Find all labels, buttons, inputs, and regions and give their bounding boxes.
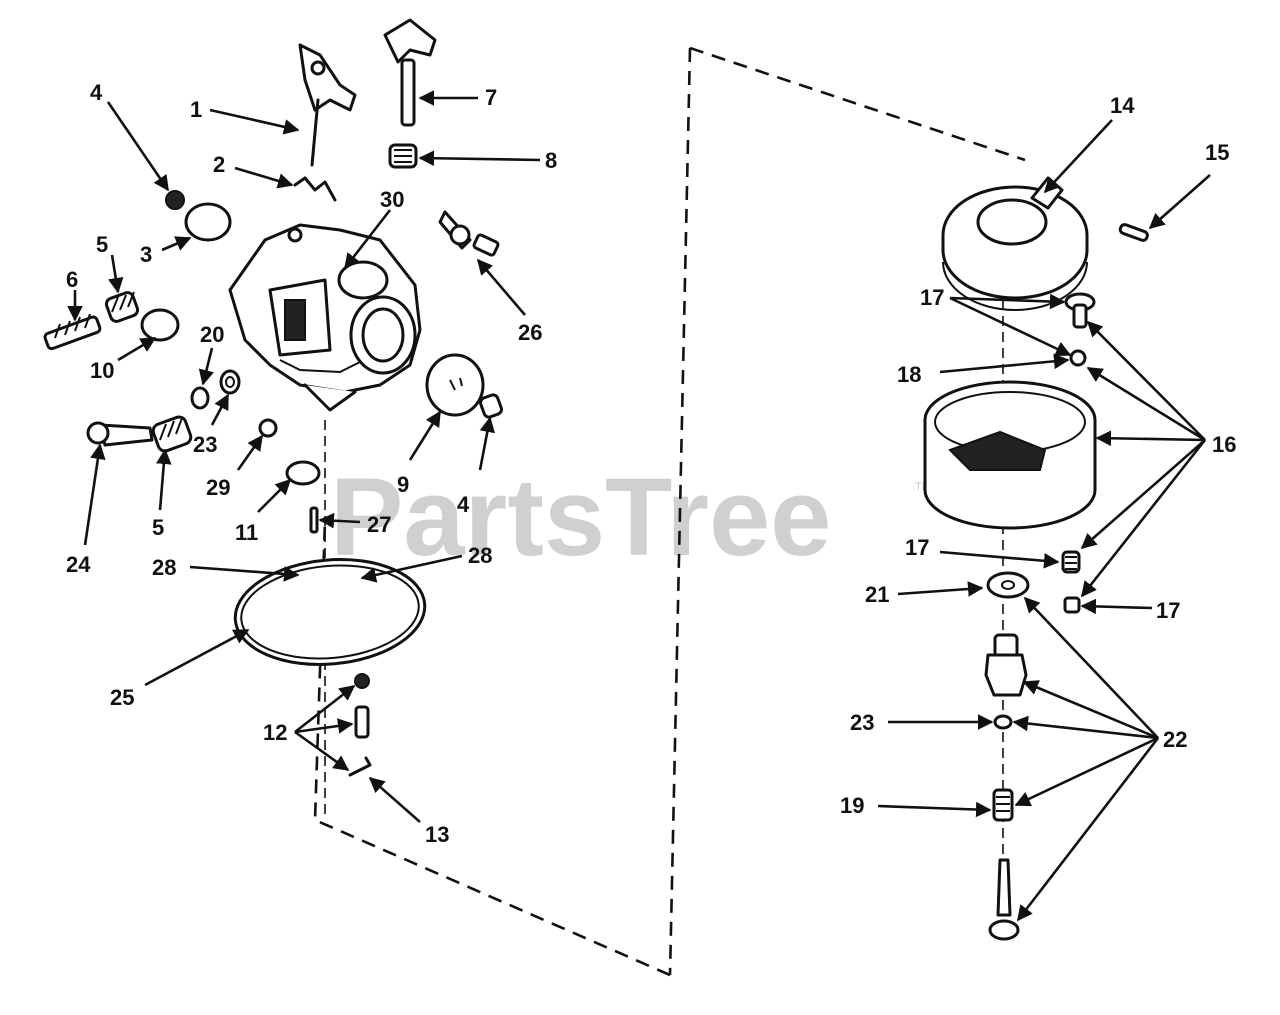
part-16-float-bowl (923, 380, 1097, 530)
carburetor-body (228, 223, 422, 412)
part-17-inlet-needle-top (1064, 292, 1096, 329)
part-18-washer (1069, 349, 1087, 367)
part-5-spring-lower (151, 415, 193, 453)
part-15-pin (1118, 223, 1149, 242)
callout-10: 10 (90, 358, 114, 383)
callout-14: 14 (1110, 93, 1135, 118)
callout-4-top: 4 (90, 80, 103, 105)
callout-23-right: 23 (850, 710, 874, 735)
part-21-gasket (986, 571, 1030, 599)
callout-24: 24 (66, 552, 91, 577)
part-4-nut-right (479, 393, 503, 419)
callout-13: 13 (425, 822, 449, 847)
part-20-o-ring (190, 386, 210, 410)
part-12-screw-set (348, 673, 372, 777)
part-29-ball (258, 418, 278, 438)
callout-18: 18 (897, 362, 921, 387)
callout-17-lower: 17 (1156, 598, 1180, 623)
callout-9: 9 (397, 472, 409, 497)
callout-11: 11 (235, 520, 258, 545)
callout-19: 19 (840, 793, 864, 818)
callout-4-right: 4 (457, 492, 470, 517)
callout-12: 12 (263, 720, 287, 745)
part-8-spring (388, 143, 418, 169)
part-17-spring (1061, 550, 1081, 574)
part-17-clip (1063, 596, 1081, 614)
callout-6: 6 (66, 267, 78, 292)
part-24-needle-valve (86, 421, 154, 447)
part-7-choke-shaft-lever (383, 18, 437, 127)
part-6-screw (43, 313, 102, 351)
part-3-throttle-plate (184, 202, 232, 242)
callout-labels: 1 2 3 4 4 5 5 6 7 8 9 10 11 12 13 14 15 … (66, 80, 1236, 847)
callout-2: 2 (213, 152, 225, 177)
callout-17-top: 17 (920, 285, 944, 310)
part-22-bowl-nut (984, 633, 1028, 697)
callout-20: 20 (200, 322, 224, 347)
callout-17-middle: 17 (905, 535, 929, 560)
callout-5-lower: 5 (152, 515, 164, 540)
part-23-washer-right (993, 714, 1013, 730)
callout-22: 22 (1163, 727, 1187, 752)
part-23-washer-left (219, 369, 241, 395)
part-19-spring (992, 788, 1014, 822)
leader-lines (67, 90, 1211, 922)
callout-23-left: 23 (193, 432, 217, 457)
part-14-float-bowl-cover (941, 176, 1089, 311)
part-26-fitting (438, 210, 500, 257)
callout-29: 29 (206, 475, 230, 500)
callout-30: 30 (380, 187, 404, 212)
callout-1: 1 (190, 97, 202, 122)
part-27-pin (309, 506, 319, 534)
part-5-spring-upper (104, 291, 140, 323)
part-4-nut (165, 190, 185, 210)
callout-3: 3 (140, 242, 152, 267)
part-10-choke-plate (140, 308, 180, 342)
part-25-gasket (233, 558, 427, 666)
callout-8: 8 (545, 148, 557, 173)
callout-28-left: 28 (152, 555, 176, 580)
part-2-spring (293, 176, 337, 202)
part-1-throttle-shaft-lever (298, 43, 357, 167)
watermark-text: PartsTree (330, 456, 831, 579)
part-9-diaphragm (425, 353, 485, 417)
callout-15: 15 (1205, 140, 1229, 165)
callout-7: 7 (485, 85, 497, 110)
callout-16: 16 (1212, 432, 1236, 457)
callout-28-right: 28 (468, 543, 492, 568)
callout-25: 25 (110, 685, 134, 710)
part-22-adjusting-needle (988, 858, 1020, 941)
callout-27: 27 (367, 512, 391, 537)
part-11-plug (285, 460, 321, 486)
callout-26: 26 (518, 320, 542, 345)
callout-5-top: 5 (96, 232, 108, 257)
callout-21: 21 (865, 582, 889, 607)
